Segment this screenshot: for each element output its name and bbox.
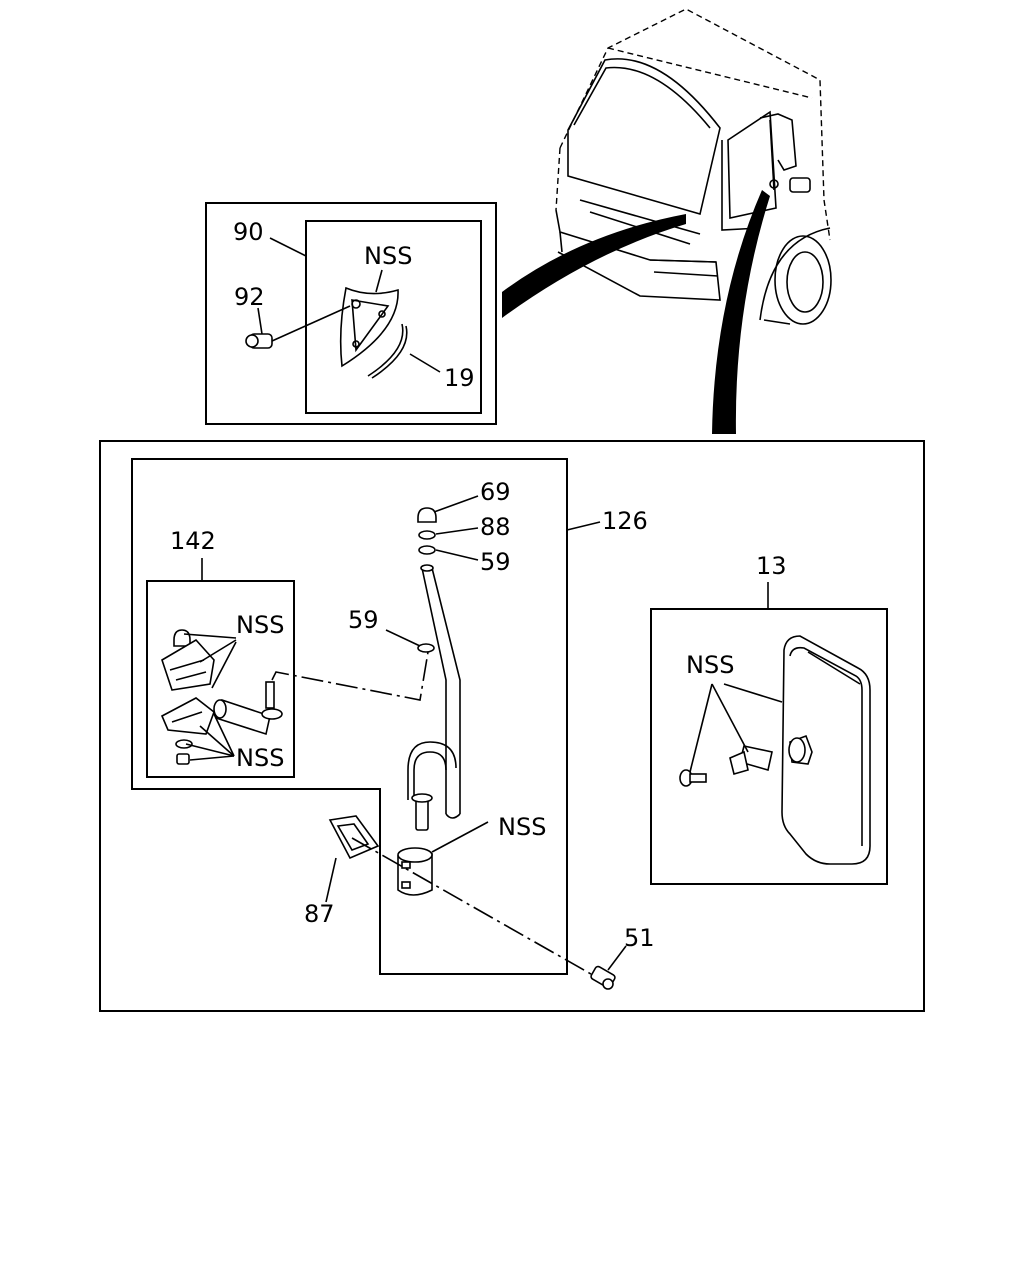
washer-88: [418, 530, 436, 540]
callout-arrow-mirror: [712, 190, 770, 434]
seal-strip: [367, 323, 408, 379]
label-90: 90: [233, 218, 264, 246]
mirror-base: [325, 815, 627, 990]
mirror-head: [679, 635, 871, 865]
label-nss-base: NSS: [498, 813, 546, 841]
callout-arrow-window: [502, 214, 686, 318]
label-13: 13: [756, 552, 787, 580]
screw-92: [245, 305, 351, 349]
corner-garnish: [339, 286, 399, 368]
mirror-assembly-frame: [99, 440, 925, 1012]
pad-87: [328, 815, 380, 860]
label-nss-bracket-top: NSS: [236, 611, 284, 639]
label-51: 51: [624, 924, 655, 952]
label-69: 69: [480, 478, 511, 506]
label-nss-bracket-bottom: NSS: [236, 744, 284, 772]
truck-cab: [555, 8, 832, 325]
label-nss-window: NSS: [364, 242, 412, 270]
bracket-box: [146, 580, 295, 778]
label-88: 88: [480, 513, 511, 541]
bracket-parts: [160, 629, 283, 765]
label-59-top: 59: [480, 548, 511, 576]
mirror-head-box: [650, 608, 888, 885]
washer-59-top: [418, 545, 436, 555]
label-142: 142: [170, 527, 216, 555]
label-87: 87: [304, 900, 335, 928]
inset-window-corner: [205, 202, 497, 425]
washer-59-mid: [417, 643, 435, 653]
label-19: 19: [444, 364, 475, 392]
cap-69: [417, 507, 437, 523]
label-nss-mirror: NSS: [686, 651, 734, 679]
label-59-mid: 59: [348, 606, 379, 634]
label-126: 126: [602, 507, 648, 535]
stay-assembly-frame: [131, 458, 568, 975]
label-92: 92: [234, 283, 265, 311]
mirror-stay-rod: [385, 495, 479, 831]
